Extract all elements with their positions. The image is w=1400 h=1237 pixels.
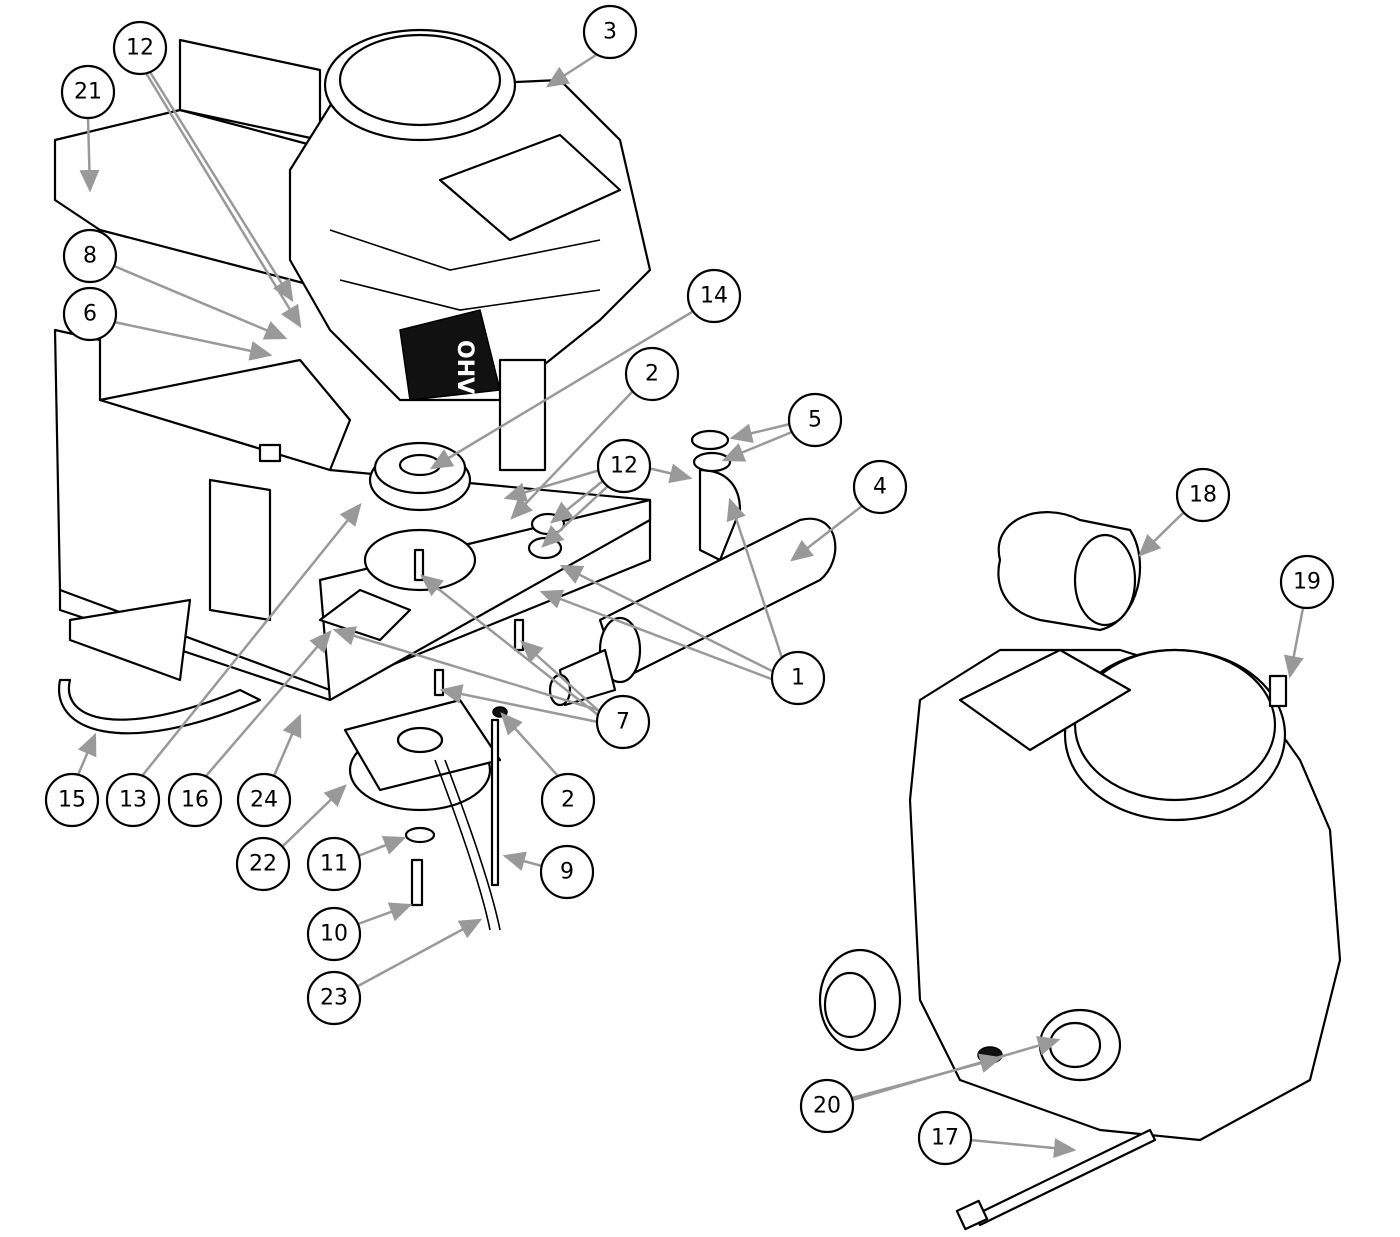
callout-1: 1 xyxy=(770,650,826,706)
callout-21: 21 xyxy=(60,64,116,120)
callout-19: 19 xyxy=(1279,554,1335,610)
svg-text:10: 10 xyxy=(320,922,348,947)
callout-15: 15 xyxy=(44,772,100,828)
svg-text:13: 13 xyxy=(119,788,147,813)
engine-side-view xyxy=(818,511,1342,1231)
svg-text:17: 17 xyxy=(931,1126,959,1151)
callout-7: 7 xyxy=(595,694,651,750)
svg-text:6: 6 xyxy=(83,302,97,327)
svg-text:22: 22 xyxy=(249,852,277,877)
svg-text:12: 12 xyxy=(126,36,154,61)
callout-2-upper: 2 xyxy=(624,346,680,402)
callout-12-middle: 12 xyxy=(596,438,652,494)
callout-13: 13 xyxy=(105,772,161,828)
svg-text:3: 3 xyxy=(603,20,617,45)
engine-ohv-marking: OHV xyxy=(452,340,477,394)
svg-text:2: 2 xyxy=(561,788,575,813)
svg-text:2: 2 xyxy=(645,362,659,387)
callout-5: 5 xyxy=(787,392,843,448)
svg-text:9: 9 xyxy=(560,860,574,885)
svg-text:1: 1 xyxy=(791,666,805,691)
svg-text:14: 14 xyxy=(700,284,728,309)
callout-9: 9 xyxy=(539,844,595,900)
callout-12: 12 xyxy=(112,20,168,76)
callout-2-lower: 2 xyxy=(540,772,596,828)
svg-text:16: 16 xyxy=(181,788,209,813)
callout-11: 11 xyxy=(306,836,362,892)
svg-text:18: 18 xyxy=(1189,483,1217,508)
svg-text:4: 4 xyxy=(873,475,887,500)
svg-text:23: 23 xyxy=(320,986,348,1011)
callout-18: 18 xyxy=(1175,467,1231,523)
svg-text:8: 8 xyxy=(83,244,97,269)
callout-10: 10 xyxy=(306,906,362,962)
callout-4: 4 xyxy=(852,459,908,515)
callout-24: 24 xyxy=(236,772,292,828)
callout-22: 22 xyxy=(235,836,291,892)
callout-14: 14 xyxy=(686,268,742,324)
svg-text:12: 12 xyxy=(610,454,638,479)
svg-text:21: 21 xyxy=(74,80,102,105)
engine-top: OHV xyxy=(288,28,652,472)
svg-text:5: 5 xyxy=(808,408,822,433)
svg-text:20: 20 xyxy=(813,1094,841,1119)
clutch-assembly xyxy=(343,548,525,931)
leader-lines xyxy=(76,53,1305,1159)
callout-8: 8 xyxy=(62,228,118,284)
callout-16: 16 xyxy=(167,772,223,828)
callouts: 12 3 21 8 14 6 2 5 12 4 18 19 1 7 15 13 … xyxy=(44,4,1335,1166)
svg-text:15: 15 xyxy=(58,788,86,813)
callout-17: 17 xyxy=(917,1110,973,1166)
svg-text:24: 24 xyxy=(250,788,278,813)
svg-text:19: 19 xyxy=(1293,570,1321,595)
callout-20: 20 xyxy=(799,1078,855,1134)
callout-23: 23 xyxy=(306,970,362,1026)
callout-3: 3 xyxy=(582,4,638,60)
callout-6: 6 xyxy=(62,286,118,342)
svg-text:11: 11 xyxy=(320,852,348,877)
svg-text:7: 7 xyxy=(616,710,630,735)
